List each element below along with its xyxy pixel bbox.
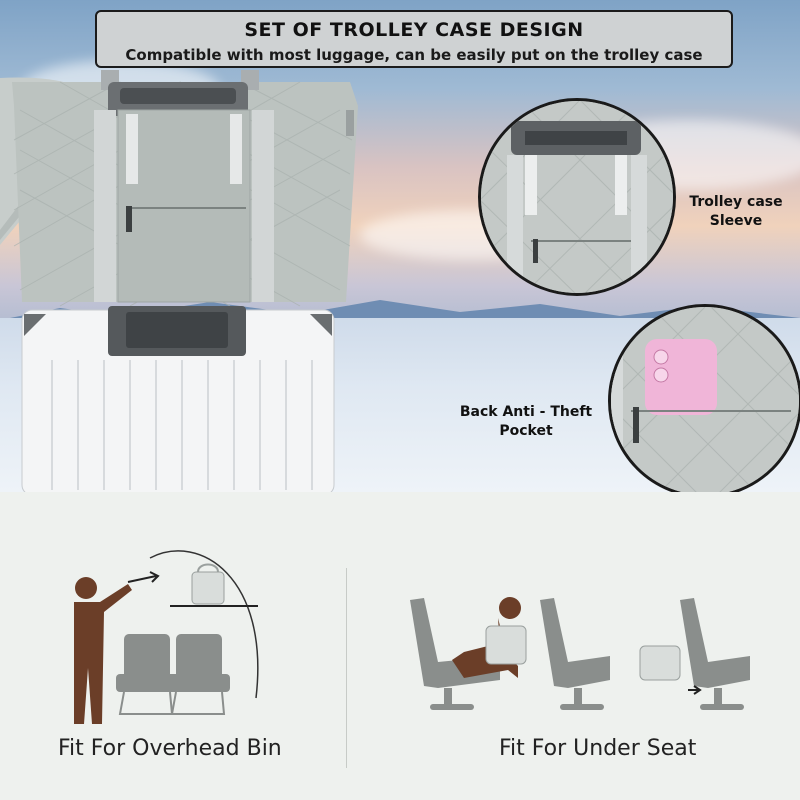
anti-theft-pocket-zoom <box>608 304 800 492</box>
bag-on-suitcase-image <box>0 70 358 492</box>
usage-panel: Fit For Overhead Bin Fit For Under Seat <box>0 492 800 800</box>
bin-door-arc <box>149 550 259 699</box>
bag-icon <box>191 571 225 605</box>
under-seat-illustration <box>410 597 750 710</box>
banner-subtitle: Compatible with most luggage, can be eas… <box>125 46 703 64</box>
banner-title: SET OF TROLLEY CASE DESIGN <box>244 19 584 41</box>
hero-photo: Trolley case Sleeve Back Anti - Theft Po… <box>0 0 800 492</box>
bag-icon <box>639 645 681 681</box>
person-head <box>75 577 97 599</box>
airplane-seats <box>116 634 230 692</box>
caption-overhead-bin: Fit For Overhead Bin <box>58 736 282 761</box>
trolley-sleeve <box>117 109 251 303</box>
person-figure <box>74 584 132 724</box>
anti-theft-pocket-label: Back Anti - Theft Pocket <box>459 404 593 439</box>
bag-icon <box>485 625 527 665</box>
arrow-icon <box>688 685 702 695</box>
caption-under-seat: Fit For Under Seat <box>499 736 697 761</box>
arrow-icon <box>127 571 160 583</box>
trolley-sleeve-zoom <box>478 98 676 296</box>
overhead-bin-illustration <box>74 550 259 724</box>
title-banner: SET OF TROLLEY CASE DESIGN Compatible wi… <box>95 10 733 68</box>
trolley-sleeve-label: Trolley case Sleeve <box>689 194 783 229</box>
section-divider <box>346 568 347 768</box>
person-head <box>499 597 521 619</box>
